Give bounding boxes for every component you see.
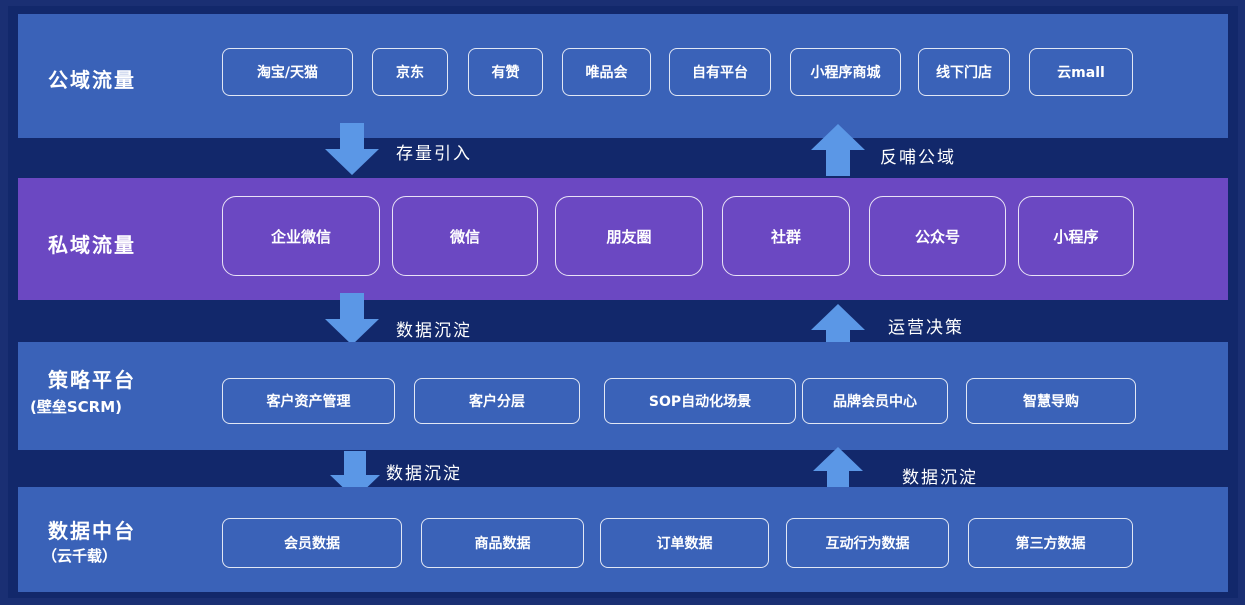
label-data-precipitation-1: 数据沉淀 <box>396 321 472 341</box>
chip-customer-asset: 客户资产管理 <box>222 378 395 424</box>
chip-member-data: 会员数据 <box>222 518 402 568</box>
chip-official-account: 公众号 <box>869 196 1006 276</box>
strategy-platform-title: 策略平台 <box>48 368 136 392</box>
chip-wecom: 企业微信 <box>222 196 380 276</box>
chip-mini-program: 小程序 <box>1018 196 1134 276</box>
label-feedback-public: 反哺公域 <box>880 148 956 168</box>
arrow-up-icon <box>811 304 865 356</box>
arrow-up-icon <box>811 124 865 176</box>
data-platform-title: 数据中台 <box>48 519 136 543</box>
chip-youzan: 有赞 <box>468 48 543 96</box>
arrow-down-icon <box>325 293 379 345</box>
chip-community: 社群 <box>722 196 850 276</box>
label-operation-decision: 运营决策 <box>888 318 964 338</box>
public-domain-band: 公域流量 淘宝/天猫 京东 有赞 唯品会 自有平台 小程序商城 线下门店 云ma… <box>18 14 1228 138</box>
arrow-down-icon <box>325 123 379 175</box>
chip-third-party-data: 第三方数据 <box>968 518 1133 568</box>
chip-product-data: 商品数据 <box>421 518 584 568</box>
public-domain-title: 公域流量 <box>48 68 136 92</box>
private-domain-band: 私域流量 企业微信 微信 朋友圈 社群 公众号 小程序 <box>18 178 1228 300</box>
data-platform-subtitle: （云千载） <box>42 547 118 565</box>
label-stock-import: 存量引入 <box>396 144 472 164</box>
chip-moments: 朋友圈 <box>555 196 703 276</box>
chip-customer-tier: 客户分层 <box>414 378 580 424</box>
private-domain-title: 私域流量 <box>48 233 136 257</box>
chip-taobao-tmall: 淘宝/天猫 <box>222 48 353 96</box>
chip-wechat: 微信 <box>392 196 538 276</box>
chip-smart-guide: 智慧导购 <box>966 378 1136 424</box>
chip-brand-member-center: 品牌会员中心 <box>802 378 948 424</box>
chip-order-data: 订单数据 <box>600 518 769 568</box>
label-data-precipitation-3: 数据沉淀 <box>902 468 978 488</box>
chip-interaction-data: 互动行为数据 <box>786 518 949 568</box>
chip-sop-automation: SOP自动化场景 <box>604 378 796 424</box>
chip-mini-program-mall: 小程序商城 <box>790 48 901 96</box>
chip-vip: 唯品会 <box>562 48 651 96</box>
chip-jd: 京东 <box>372 48 448 96</box>
chip-own-platform: 自有平台 <box>669 48 771 96</box>
chip-yunmall: 云mall <box>1029 48 1133 96</box>
strategy-platform-subtitle: (壁垒SCRM) <box>30 398 122 416</box>
label-data-precipitation-2: 数据沉淀 <box>386 464 462 484</box>
strategy-platform-band: 策略平台 (壁垒SCRM) 客户资产管理 客户分层 SOP自动化场景 品牌会员中… <box>18 342 1228 450</box>
data-platform-band: 数据中台 （云千载） 会员数据 商品数据 订单数据 互动行为数据 第三方数据 <box>18 487 1228 592</box>
chip-offline-store: 线下门店 <box>918 48 1010 96</box>
arrow-up-icon <box>813 447 863 495</box>
